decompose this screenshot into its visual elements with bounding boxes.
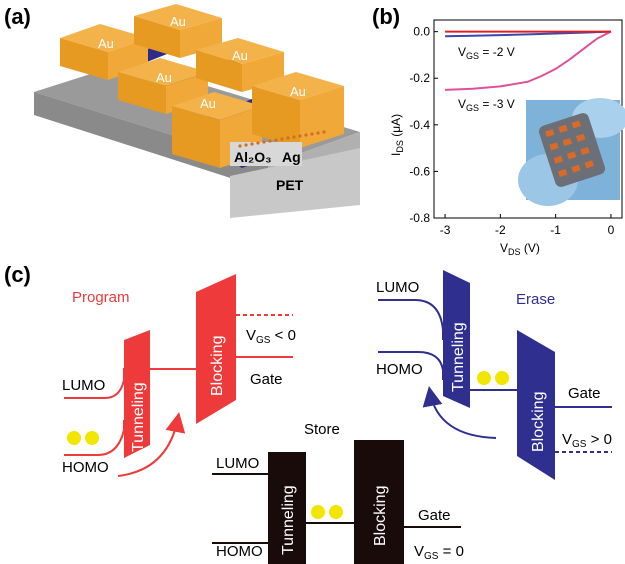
erase-arrow — [422, 386, 497, 439]
au-electrode: Au — [134, 4, 222, 58]
program-blocking-label: Blocking — [209, 336, 226, 396]
y-tick-label: 0.0 — [413, 25, 430, 39]
dielectric-layer — [230, 142, 302, 166]
legend-vgs-m3: VGS = -3 V — [458, 97, 515, 113]
charge-dot — [67, 431, 81, 445]
x-tick-label: 0 — [608, 223, 615, 237]
legend-vgs-m2: VGS = -2 V — [458, 45, 515, 61]
charge-dot — [477, 371, 491, 385]
x-tick-label: -1 — [550, 223, 561, 237]
charge-dot — [495, 371, 509, 385]
y-tick-label: -0.4 — [409, 118, 430, 132]
erase-title: Erase — [516, 291, 555, 308]
store-title: Store — [304, 421, 340, 438]
charge-dot — [85, 431, 99, 445]
pet-face — [230, 148, 360, 218]
y-tick-label: -0.6 — [409, 164, 430, 178]
svg-text:Au: Au — [232, 48, 248, 63]
store-tunneling-label: Tunneling — [280, 485, 297, 555]
blocking-barrier — [517, 330, 555, 480]
panel-label-c: (c) — [4, 262, 31, 287]
erase-blocking-label: Blocking — [530, 392, 547, 452]
tunneling-barrier — [443, 270, 470, 408]
ag-nanoparticles — [238, 130, 326, 148]
series-line-1 — [445, 30, 612, 91]
y-tick-label: -0.2 — [409, 71, 430, 85]
store-blocking-label: Blocking — [372, 486, 389, 546]
erase-gate: Gate — [568, 385, 601, 402]
iv-chart: 0.0 -0.2 -0.4 -0.6 -0.8 -3 -2 -1 0 VGS = -2 V VGS … — [389, 19, 623, 257]
program-title: Program — [72, 289, 130, 306]
panel-label-a: (a) — [4, 4, 31, 29]
tunneling-barrier — [268, 452, 306, 564]
charge-dot — [311, 505, 325, 519]
al2o3-label: Al₂O₃ — [234, 149, 272, 165]
erase-homo: HOMO — [376, 361, 423, 378]
charge-dot — [329, 505, 343, 519]
band-program: Program LUMO HOMO Tunneling Blocking Gat… — [62, 274, 296, 477]
blocking-barrier — [196, 274, 236, 424]
erase-lumo: LUMO — [376, 279, 419, 296]
store-lumo: LUMO — [216, 455, 259, 472]
panel-label-b: (b) — [372, 4, 400, 29]
band-erase: Erase LUMO HOMO Tunneling Blocking Gate … — [376, 270, 612, 480]
program-vgs: VGS < 0 — [246, 327, 296, 346]
blocking-barrier — [354, 440, 404, 564]
erase-tunneling-label: Tunneling — [450, 322, 467, 392]
tunneling-barrier — [124, 330, 150, 458]
x-tick-label: -3 — [440, 223, 451, 237]
inset-photo — [518, 98, 625, 206]
svg-text:Au: Au — [156, 70, 172, 85]
ag-label: Ag — [282, 149, 301, 165]
pet-label: PET — [276, 177, 304, 193]
svg-text:Au: Au — [170, 14, 186, 29]
program-gate: Gate — [250, 371, 283, 388]
x-axis-label: VDS (V) — [500, 241, 540, 257]
store-gate: Gate — [418, 507, 451, 524]
store-vgs: VGS = 0 — [414, 543, 464, 562]
au-electrode: Au — [252, 72, 344, 148]
program-arrow — [117, 412, 186, 477]
y-tick-label: -0.8 — [409, 211, 430, 225]
program-tunneling-label: Tunneling — [130, 382, 147, 452]
device-schematic: PET Au Au Au Au — [34, 4, 360, 218]
band-store: Store LUMO HOMO Tunneling Blocking Gate … — [212, 421, 464, 564]
svg-text:Au: Au — [200, 96, 216, 111]
erase-vgs: VGS > 0 — [562, 431, 612, 450]
store-homo: HOMO — [216, 543, 263, 560]
substrate-left-face — [34, 92, 268, 190]
svg-text:Au: Au — [290, 84, 306, 99]
svg-text:Au: Au — [98, 36, 114, 51]
x-tick-label: -2 — [495, 223, 506, 237]
y-axis-label: IDS (μA) — [389, 114, 405, 156]
program-lumo: LUMO — [62, 377, 105, 394]
program-homo: HOMO — [62, 459, 109, 476]
